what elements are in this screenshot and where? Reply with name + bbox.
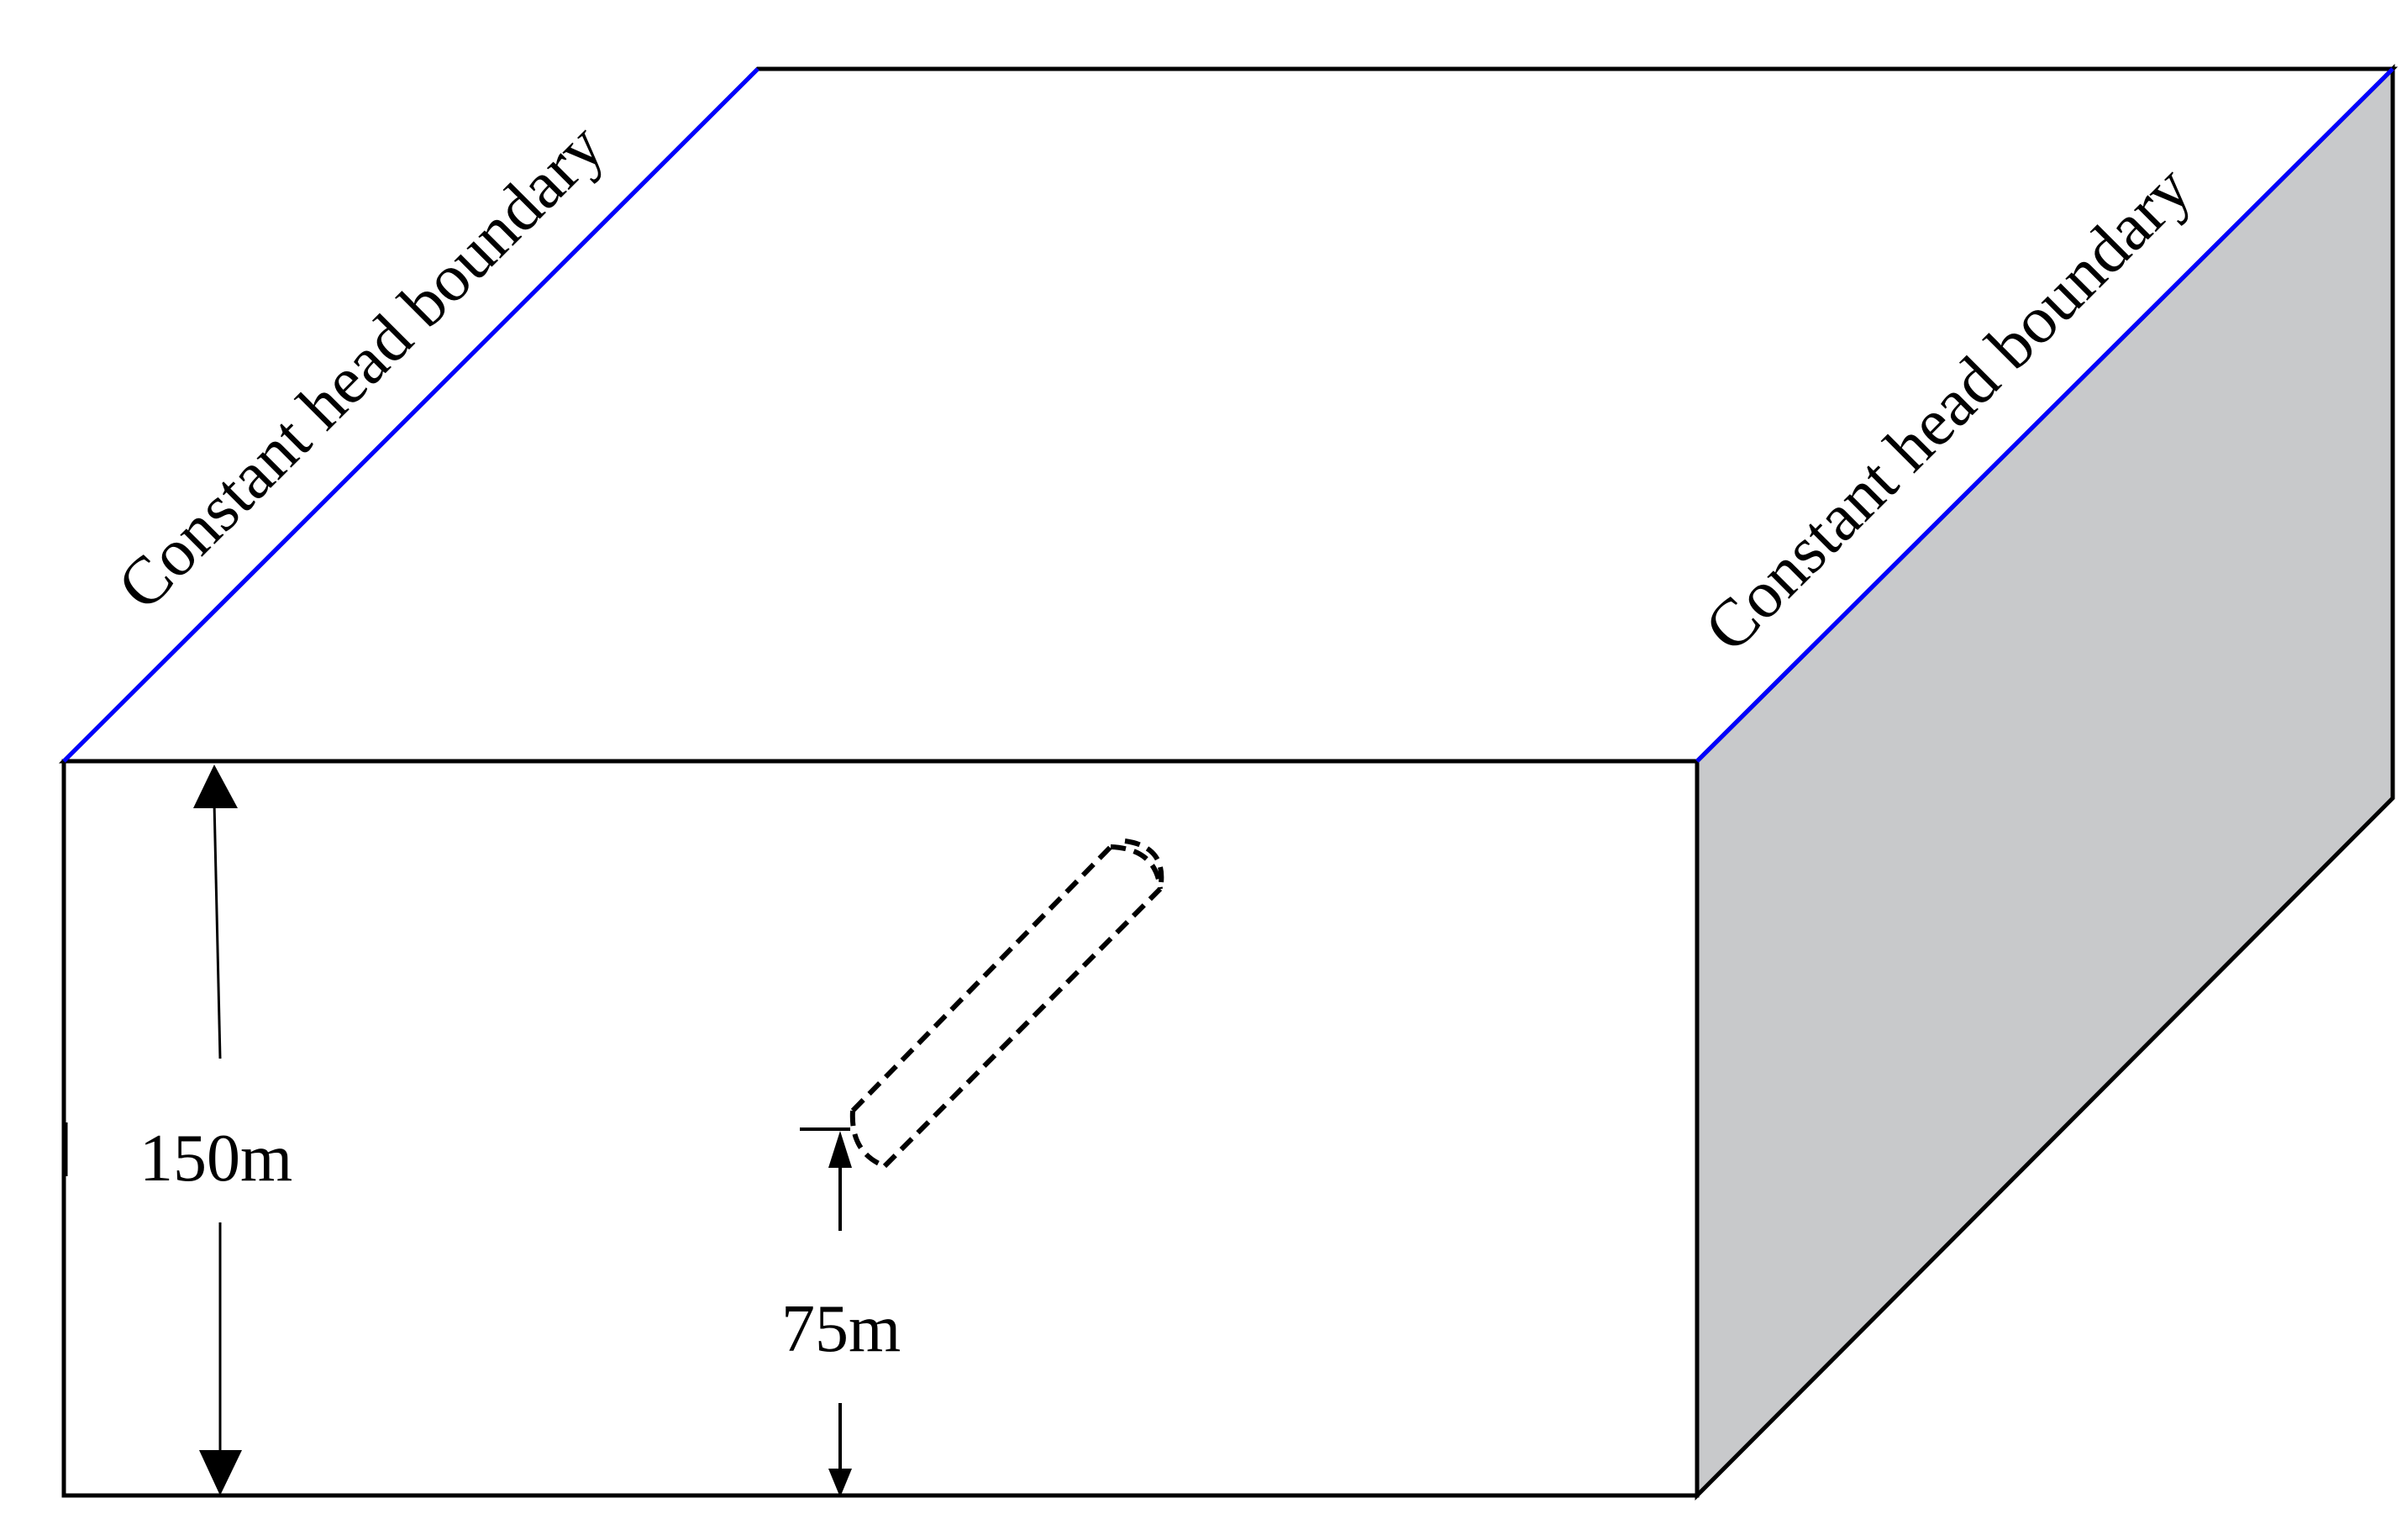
left-constant-head-edge — [62, 67, 759, 763]
block-front-face — [61, 759, 1700, 1498]
height-dimension-arrow — [193, 765, 242, 1495]
height-dimension-label: 150m — [139, 1122, 292, 1196]
right-constant-head-edge — [1695, 67, 2394, 763]
well-elevation-dimension-label: 75m — [781, 1292, 901, 1366]
well-elevation-dimension-arrow — [800, 1127, 852, 1497]
horizontal-well — [849, 838, 1164, 1169]
